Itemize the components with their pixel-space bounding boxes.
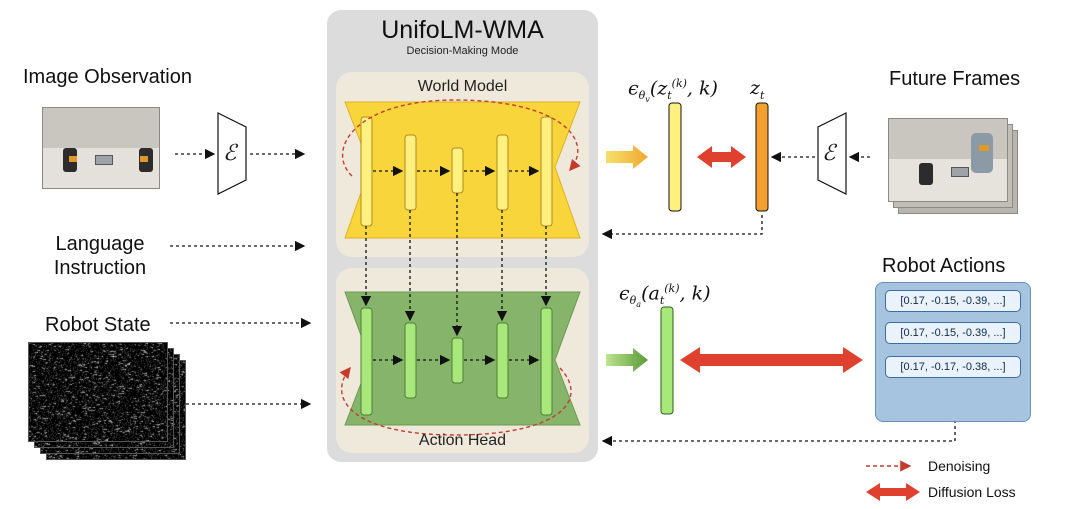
legend-diffusion-loss-arrow: [866, 483, 920, 501]
action-bar-1: [360, 307, 373, 416]
robot-arm: [971, 133, 993, 173]
action-bar-4: [496, 322, 509, 399]
framework-subtitle: Decision-Making Mode: [406, 45, 519, 57]
encoder-left-symbol: ℰ: [223, 141, 237, 166]
action-noise-pred-bar: [660, 306, 674, 415]
world-loss-arrow: [697, 146, 746, 168]
input-arrows: [170, 148, 870, 410]
future-frame-1: [888, 118, 1008, 202]
world-bar-4: [496, 134, 509, 211]
world-noise-pred-bar: [668, 102, 682, 212]
action-noise-pred-label: ϵθa(at(k), k): [619, 282, 711, 310]
world-bar-5: [540, 116, 553, 227]
robot-actions-label: Robot Actions: [882, 255, 1006, 277]
action-bar-3: [451, 337, 464, 384]
action-output-arrow: [606, 348, 648, 372]
action-bar-5: [540, 307, 553, 416]
action-loss-arrow: [680, 347, 863, 373]
action-vector: [0.17, -0.15, -0.39, ...]: [885, 290, 1021, 312]
encoder-right-symbol: ℰ: [822, 141, 836, 166]
encoder-left: [217, 112, 247, 195]
zt-label: zt: [750, 77, 765, 102]
action-denoise-loop: [339, 366, 572, 436]
gripper-accent-right: [140, 156, 148, 162]
framework-title: UnifoLM-WMA: [381, 16, 544, 44]
image-observation-label: Image Observation: [23, 66, 192, 88]
world-bar-1: [360, 116, 373, 227]
action-feedback-arrow: [601, 420, 956, 447]
action-vector: [0.17, -0.17, -0.38, ...]: [885, 356, 1021, 378]
legend-denoising-label: Denoising: [928, 458, 991, 474]
zt-bar: [755, 102, 769, 212]
gripper-accent-left: [69, 156, 77, 162]
world-feedback-arrow: [601, 215, 763, 240]
image-observation-photo: [42, 107, 160, 189]
gripper-accent: [979, 145, 989, 151]
action-head-label: Action Head: [418, 432, 507, 449]
action-bar-2: [404, 322, 417, 399]
object: [95, 155, 113, 165]
gripper-left: [919, 163, 933, 185]
world-model-label: World Model: [417, 78, 508, 95]
legend-diffusion-loss-label: Diffusion Loss: [928, 484, 1016, 500]
world-bar-3: [451, 147, 464, 194]
world-bar-2: [404, 134, 417, 211]
noise-frame-4: [28, 342, 168, 442]
action-vector: [0.17, -0.15, -0.39, ...]: [885, 322, 1021, 344]
cross-attention-arrows: [360, 193, 552, 337]
world-output-arrow: [606, 145, 648, 169]
world-noise-pred-label: ϵθv(zt(k), k): [628, 77, 718, 105]
language-instruction-label: Language Instruction: [53, 233, 147, 279]
robot-state-label: Robot State: [45, 314, 151, 336]
future-frames-label: Future Frames: [889, 68, 1021, 90]
object: [951, 167, 969, 177]
encoder-right: [817, 112, 847, 195]
